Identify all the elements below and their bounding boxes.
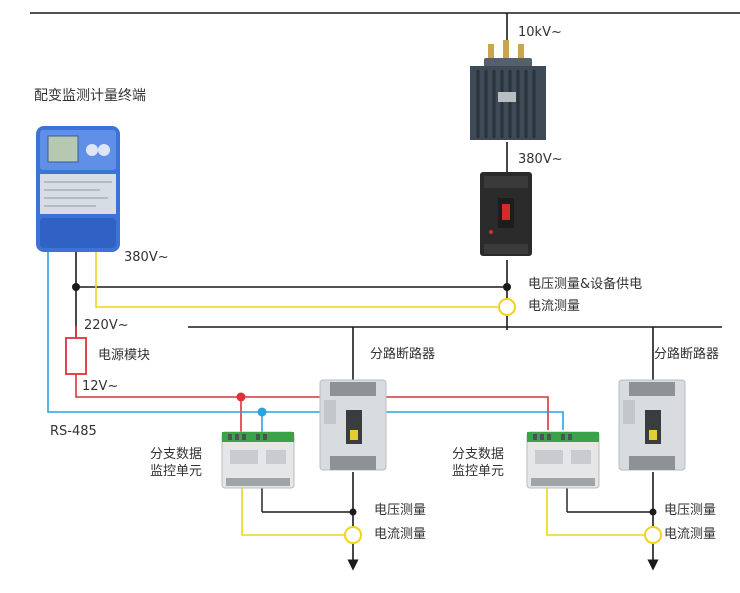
junction-dot <box>349 508 357 516</box>
branch-breaker-2-image <box>618 379 686 471</box>
supply-12-label: 12V~ <box>82 379 119 394</box>
main-breaker-image <box>480 172 532 256</box>
voltage-power-label: 电压测量&设备供电 <box>528 277 643 292</box>
terminal-supply-label: 380V~ <box>124 250 169 265</box>
rs485-line <box>47 252 564 430</box>
branch-breaker-2-label: 分路断路器 <box>654 347 720 362</box>
ct-main <box>498 298 516 316</box>
power-module <box>65 337 87 375</box>
current-sense-main <box>95 252 498 308</box>
junction-dot <box>503 283 511 291</box>
lv-supply-label: 380V~ <box>518 152 563 167</box>
current-sense-1 <box>241 488 344 536</box>
current-1-label: 电流测量 <box>374 527 427 542</box>
branch-unit-2-label-line2: 监控单元 <box>452 464 505 479</box>
ct-branch-2 <box>644 526 662 544</box>
rs485-label: RS-485 <box>50 424 97 439</box>
branch-unit-1-label-line1: 分支数据 <box>150 447 203 462</box>
junction-dot <box>72 283 80 291</box>
branch-breaker-1-label: 分路断路器 <box>370 347 436 362</box>
monitoring-terminal-image <box>36 126 120 252</box>
branch-unit-2-label-line1: 分支数据 <box>452 447 505 462</box>
terminal-title-label: 配变监测计量终端 <box>34 88 146 104</box>
ct-branch-1 <box>344 526 362 544</box>
transformer-image <box>470 40 546 140</box>
power-module-label: 电源模块 <box>98 348 151 363</box>
power-12v-line <box>75 374 549 430</box>
branch-unit-1-image <box>221 431 295 489</box>
branch-unit-2-image <box>526 431 600 489</box>
hv-supply-label: 10kV~ <box>518 25 562 40</box>
voltage-2-label: 电压测量 <box>664 503 717 518</box>
current-sense-2 <box>546 488 644 536</box>
current-main-label: 电流测量 <box>528 299 581 314</box>
branch-breaker-1-image <box>319 379 387 471</box>
branch-unit-1-label-line2: 监控单元 <box>150 464 203 479</box>
rs485-junction-dot <box>257 407 267 417</box>
power-junction-dot <box>236 392 246 402</box>
voltage-1-label: 电压测量 <box>374 503 427 518</box>
supply-220-label: 220V~ <box>84 318 129 333</box>
current-2-label: 电流测量 <box>664 527 717 542</box>
junction-dot <box>649 508 657 516</box>
